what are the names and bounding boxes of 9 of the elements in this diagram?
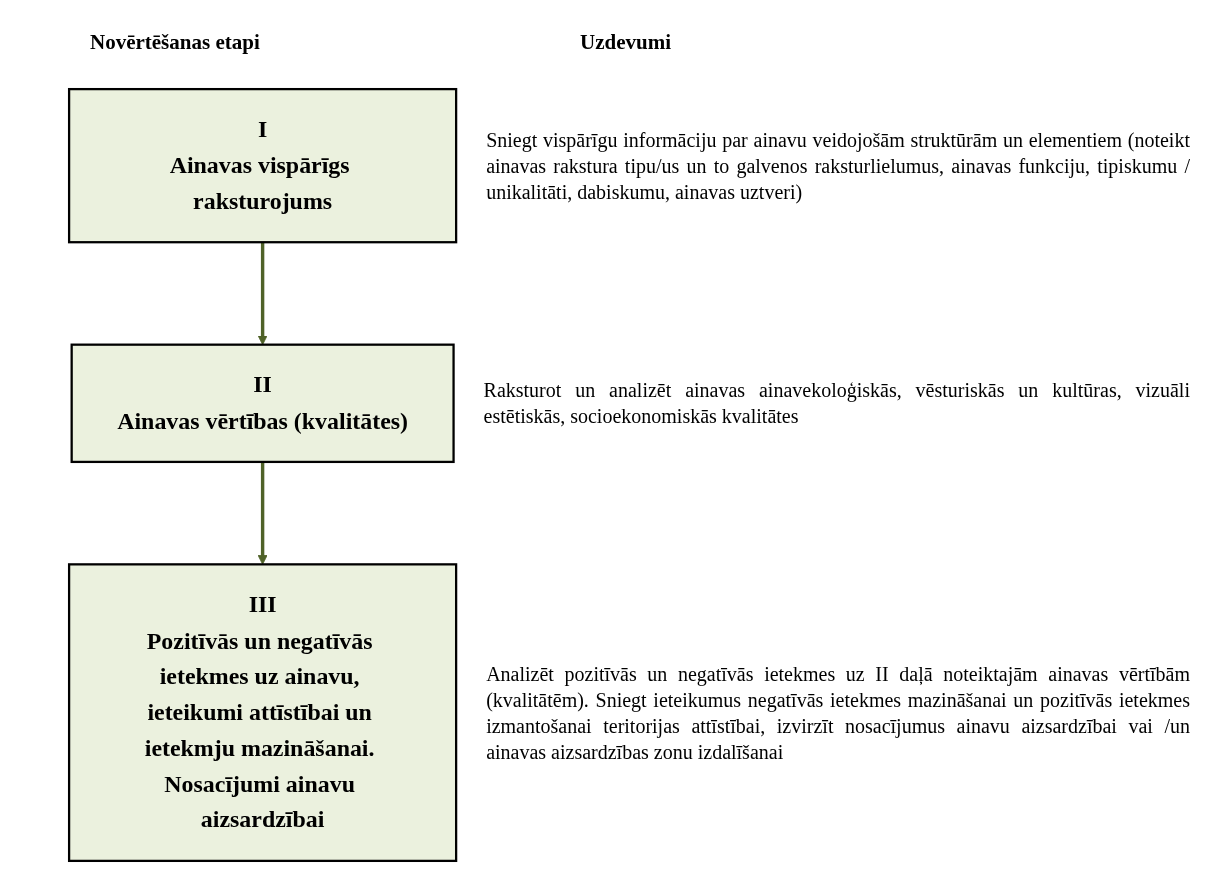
task-description: Sniegt vispārīgu informāciju par ainavu veidojošām struktūrām un elementiem (noteikt ainavas rakstura tipu/us un to galvenos raksturlielumus, ainavas funkciju, tipiskumu / unikalitāti, dabiskumu, ainavas uztveri) [486,127,1190,205]
column-heading: Novērtēšanas etapi [90,30,260,55]
stage-box: III Pozitīvās un negatīvās ietekmes uz ainavu, ieteikumi attīstībai un ietekmju mazināšanai. Nosacījumi ainavu aizsardzībai [67,563,458,862]
stage-box: I Ainavas vispārīgs raksturojums [67,88,458,244]
arrow [257,461,268,565]
stage-box: II Ainavas vērtības (kvalitātes) [70,343,455,464]
task-description: Raksturot un analizēt ainavas ainavekoloģiskās, vēsturiskās un kultūras, vizuāli estētiskās, socioekonomiskās kvalitātes [483,378,1190,430]
task-description: Analizēt pozitīvās un negatīvās ietekmes uz II daļā noteiktajām ainavas vērtībām (kvalitātēm). Sniegt ieteikumus negatīvās ietekmes mazināšanai un pozitīvās ietekmes izmantošanai teritorijas attīstībai, izvirzīt nosacījumus ainavu aizsardzībai vai /un ainavas aizsardzības zonu izdalīšanai [486,661,1190,765]
column-heading: Uzdevumi [580,30,671,55]
